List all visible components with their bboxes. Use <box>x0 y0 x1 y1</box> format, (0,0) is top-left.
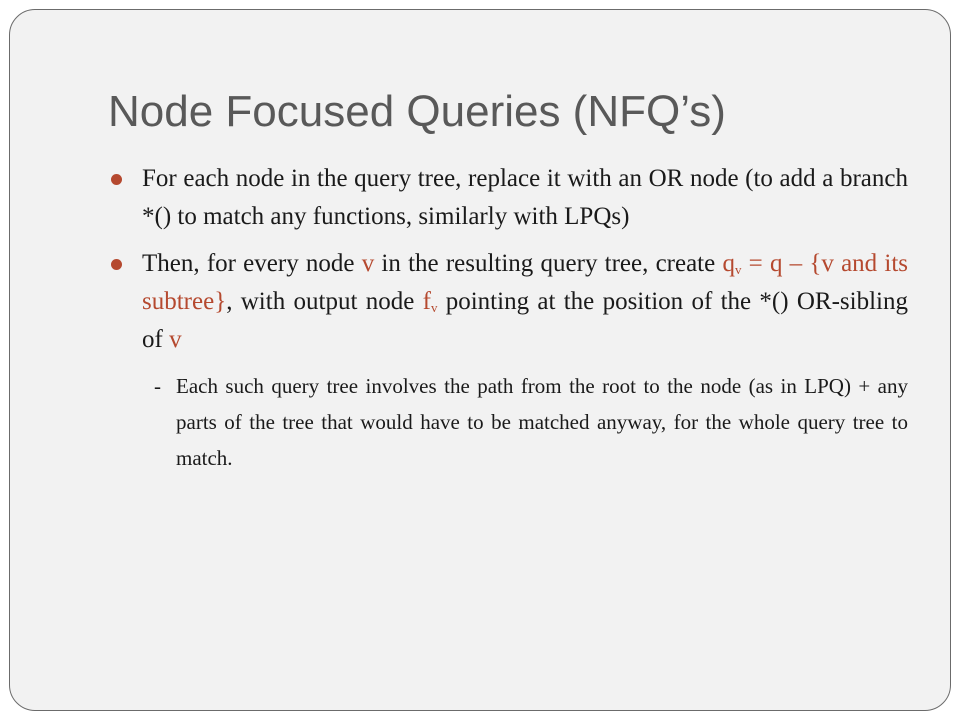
q-subscript: v <box>734 262 742 277</box>
bullet-2-text-part1: Then, for every node <box>142 250 362 277</box>
slide-frame <box>9 9 951 711</box>
slide-content: For each node in the query tree, replace… <box>108 160 908 476</box>
bullet-2-text-part2: in the resulting query tree, create <box>374 250 723 277</box>
output-node-f: fv <box>423 288 438 315</box>
bullet-1: For each node in the query tree, replace… <box>108 160 908 236</box>
variable-v-end: v <box>169 326 182 353</box>
bullet-2-text-part4: pointing at the position of the *() OR-s… <box>142 288 908 353</box>
sub-bullet-text: Each such query tree involves the path f… <box>176 374 908 470</box>
q-base: q <box>722 250 735 277</box>
query-expression: qv = q – {v and its subtree} <box>142 250 908 315</box>
bullet-dot-icon <box>111 174 122 185</box>
q-expression: = q – {v and its subtree} <box>142 250 908 315</box>
f-base: f <box>422 288 431 315</box>
bullet-2: Then, for every node v in the resulting … <box>108 245 908 359</box>
slide-title: Node Focused Queries (NFQ’s) <box>108 87 726 136</box>
sub-bullet-dash: - <box>154 374 161 398</box>
sub-bullet: - Each such query tree involves the path… <box>108 368 908 476</box>
bullet-2-text-part3: , with output node <box>226 288 423 315</box>
f-subscript: v <box>430 300 438 315</box>
variable-v: v <box>361 250 375 277</box>
bullet-1-text: For each node in the query tree, replace… <box>142 165 908 230</box>
bullet-dot-icon <box>111 259 122 270</box>
